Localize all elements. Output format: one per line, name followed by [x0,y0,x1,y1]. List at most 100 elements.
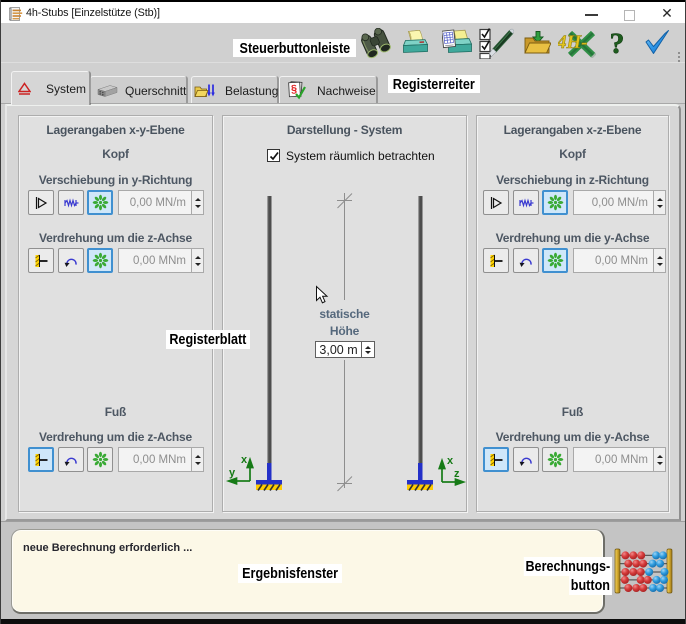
xy-kopf-verdreh-value[interactable]: 0,00 MNm [118,248,192,273]
roller-support-icon [35,196,48,209]
minimize-button[interactable] [585,14,598,16]
axis-x-label: x [241,454,248,466]
xy-fuss-verdreh-clamp-button[interactable] [28,447,54,472]
help-icon[interactable]: ? [605,28,629,58]
panel-xz-row2-label: Verdrehung um die y-Achse [495,231,650,245]
spin-down-icon[interactable] [194,262,201,266]
xz-kopf-verdreh-free-button[interactable] [542,248,568,273]
annotation-text: Ergebnisfenster [242,565,338,582]
clamp-support-icon [490,254,503,267]
tab-belastung[interactable]: Belastung [191,76,278,104]
4h-transfer-icon[interactable]: 4H- [558,30,596,58]
hoehe-spinner[interactable] [361,341,375,358]
spin-down-icon[interactable] [656,204,663,208]
calculate-abacus-button[interactable] [613,546,675,596]
spin-up-icon[interactable] [656,255,663,259]
xz-fuss-verdreh-free-button[interactable] [542,447,568,472]
panel-lager-xz: Lagerangaben x-z-Ebene Kopf Verschiebung… [476,115,669,512]
xz-kopf-versch-value[interactable]: 0,00 MN/m [573,190,654,215]
spring-icon [63,197,78,208]
xy-kopf-versch-free-button[interactable] [87,190,113,215]
xz-kopf-versch-free-button[interactable] [542,190,568,215]
xy-kopf-verdreh-spring-button[interactable] [58,248,84,273]
rotation-spring-icon [64,258,77,267]
nachweise-tab-icon: § [288,80,306,99]
spin-up-icon[interactable] [194,255,201,259]
panel-xz-kopf: Kopf [559,147,586,161]
spin-up-icon[interactable] [656,197,663,201]
tab-system-label: System [46,81,87,96]
spin-up-icon[interactable] [194,197,201,201]
hoehe-value-field[interactable]: 3,00 m [315,341,361,358]
annotation-text: Registerreiter [393,75,475,93]
rotation-spring-icon [519,457,532,466]
checklist-pen-icon[interactable] [479,28,514,59]
system-tab-icon [18,81,31,95]
window-title: 4h-Stubs [Einzelstütze (Stb)] [26,7,160,19]
xz-kopf-verdreh-value[interactable]: 0,00 MNm [573,248,654,273]
tab-querschnitt[interactable]: Querschnitt [90,76,187,104]
xz-fuss-verdreh-spring-button[interactable] [513,447,539,472]
panel-xy-row1-label: Verschiebung in y-Richtung [38,173,193,187]
xz-kopf-verdreh-spinner[interactable] [653,248,666,273]
xz-kopf-versch-spinner[interactable] [653,190,666,215]
xy-kopf-verdreh-free-button[interactable] [87,248,113,273]
tab-system[interactable]: System [11,71,90,105]
spin-down-icon[interactable] [656,262,663,266]
xz-kopf-versch-spring-button[interactable] [513,190,539,215]
xy-kopf-versch-spring-button[interactable] [58,190,84,215]
tab-nachweise[interactable]: § Nachweise [279,76,377,104]
axis-y-label: y [229,467,236,479]
xz-fuss-verdreh-clamp-button[interactable] [483,447,509,472]
spin-down-icon[interactable] [656,461,663,465]
querschnitt-tab-icon [97,84,118,97]
raeumlich-checkbox[interactable] [267,149,280,162]
xy-kopf-versch-spinner[interactable] [191,190,204,215]
raeumlich-checkbox-label[interactable]: System räumlich betrachten [286,149,435,163]
annotation-steuerbuttonleiste: Steuerbuttonleiste [233,39,356,57]
xy-fuss-verdreh-spring-button[interactable] [58,447,84,472]
axes-xy-icon: x y [225,454,254,485]
spin-up-icon[interactable] [656,454,663,458]
print-icon[interactable] [402,30,429,56]
xz-fuss-verdreh-spinner[interactable] [653,447,666,472]
hoehe-spin-down-icon[interactable] [365,350,371,354]
close-button[interactable]: ✕ [661,5,673,21]
print-list-icon[interactable] [442,28,472,56]
panel-xz-fuss: Fuß [561,405,584,419]
tab-nachweise-label: Nachweise [317,83,376,98]
axis-x2-label: x [447,455,454,467]
xy-kopf-verdreh-clamp-button[interactable] [28,248,54,273]
logo-4h-text: 4H- [558,32,588,53]
xy-fuss-verdreh-free-button[interactable] [87,447,113,472]
tab-querschnitt-label: Querschnitt [125,83,187,98]
annotation-text: Registerblatt [169,331,247,348]
system-drawing: x y x z [225,193,467,492]
confirm-check-icon[interactable] [644,29,670,57]
xy-kopf-versch-value[interactable]: 0,00 MN/m [118,190,192,215]
panel-xy-fuss: Fuß [104,405,127,419]
hoehe-spin-up-icon[interactable] [365,345,371,349]
spin-down-icon[interactable] [194,461,201,465]
search-binoculars-icon[interactable] [359,28,393,60]
window-bottom-border [1,619,685,624]
rotation-spring-icon [519,258,532,267]
xz-fuss-verdreh-value[interactable]: 0,00 MNm [573,447,654,472]
xy-fuss-verdreh-value[interactable]: 0,00 MNm [118,447,192,472]
xy-fuss-verdreh-spinner[interactable] [191,447,204,472]
xz-kopf-verdreh-clamp-button[interactable] [483,248,509,273]
panel-xy-row3-label: Verdrehung um die z-Achse [38,430,193,444]
maximize-button[interactable] [624,10,635,21]
folder-import-icon[interactable] [523,29,551,57]
xz-kopf-versch-roller-button[interactable] [483,190,509,215]
annotation-text: Berechnungs- [525,558,611,575]
xy-kopf-versch-roller-button[interactable] [28,190,54,215]
spin-up-icon[interactable] [194,454,201,458]
xz-kopf-verdreh-spring-button[interactable] [513,248,539,273]
free-asterisk-icon [547,194,563,211]
spin-down-icon[interactable] [194,204,201,208]
annotation-line: Berechnungs- [523,557,612,576]
xy-kopf-verdreh-spinner[interactable] [191,248,204,273]
mouse-cursor [316,285,329,304]
panel-xy-title: Lagerangaben x-y-Ebene [46,123,185,137]
